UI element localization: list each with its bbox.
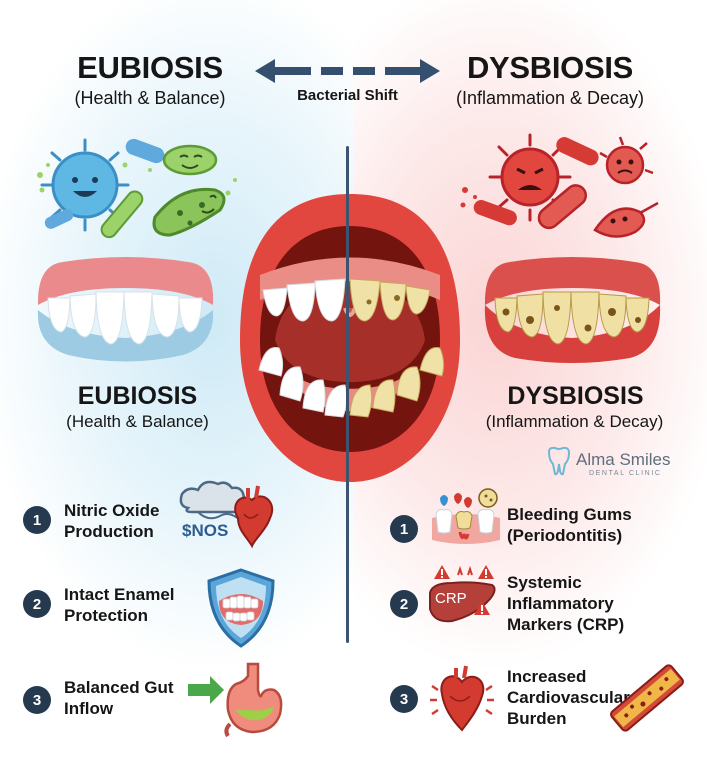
liver-warning-icon — [429, 565, 496, 623]
right-item-3-text: Increased Cardiovascular Burden — [507, 666, 630, 729]
right-item-2-text: Systemic Inflammatory Markers (CRP) — [507, 572, 624, 635]
left-item-2-line2: Protection — [64, 606, 149, 625]
right-item-2-line3: Markers (CRP) — [507, 615, 625, 634]
bleeding-gum-icon — [432, 488, 500, 544]
left-item-2-number: 2 — [23, 590, 51, 618]
right-item-3-line1: Increased — [507, 667, 587, 686]
bacterial-shift-label: Bacterial Shift — [297, 87, 398, 104]
harmful-bacteria-icon — [460, 133, 659, 238]
left-item-1-number: 1 — [23, 506, 51, 534]
left-subtitle: (Health & Balance) — [74, 88, 226, 108]
right-item-3-line3: Burden — [507, 709, 567, 728]
mouth-illustration — [240, 194, 460, 482]
left-item-2-text: Intact Enamel Protection — [64, 584, 175, 626]
right-mid-subtitle: (Inflammation & Decay) — [485, 412, 664, 431]
left-item-3-number: 3 — [23, 686, 51, 714]
left-mid-subtitle: (Health & Balance) — [66, 412, 209, 431]
clinic-name: Alma Smiles — [576, 450, 671, 469]
right-mid-title: DYSBIOSIS — [507, 382, 644, 410]
left-item-1-line2: Production — [64, 522, 154, 541]
cloud-heart-icon — [179, 480, 273, 549]
tooth-logo-icon — [547, 446, 571, 476]
crp-label: CRP — [435, 590, 467, 607]
bidirectional-arrow-icon — [255, 59, 440, 83]
left-title: EUBIOSIS — [77, 50, 223, 85]
healthy-teeth-icon — [37, 257, 214, 362]
right-item-1-line2: (Periodontitis) — [507, 526, 623, 545]
left-item-1-text: Nitric Oxide Production — [64, 500, 159, 542]
left-item-3-text: Balanced Gut Inflow — [64, 677, 174, 719]
clogged-artery-icon — [610, 664, 684, 732]
right-item-1-line1: Bleeding Gums — [507, 505, 632, 524]
left-item-3-line2: Inflow — [64, 699, 114, 718]
right-item-1-text: Bleeding Gums (Periodontitis) — [507, 504, 632, 546]
right-item-3-line2: Cardiovascular — [507, 688, 630, 707]
left-item-1-line1: Nitric Oxide — [64, 501, 160, 520]
left-item-2-line1: Intact Enamel — [64, 585, 175, 604]
right-item-2-number: 2 — [390, 590, 418, 618]
nos-label: $NOS — [182, 521, 229, 540]
healthy-bacteria-icon — [37, 138, 237, 239]
right-item-2-line2: Inflammatory — [507, 594, 614, 613]
heart-icon — [430, 665, 494, 732]
stomach-icon — [188, 662, 283, 738]
right-item-3-number: 3 — [390, 685, 418, 713]
center-divider — [346, 146, 349, 643]
left-mid-title: EUBIOSIS — [77, 382, 198, 410]
clinic-tagline: DENTAL CLINIC — [589, 470, 662, 477]
right-title: DYSBIOSIS — [466, 50, 634, 85]
right-subtitle: (Inflammation & Decay) — [455, 88, 645, 108]
right-item-1-number: 1 — [390, 515, 418, 543]
right-item-2-line1: Systemic — [507, 573, 582, 592]
left-item-3-line1: Balanced Gut — [64, 678, 174, 697]
shield-teeth-icon — [207, 568, 275, 648]
decayed-teeth-icon — [484, 257, 661, 363]
